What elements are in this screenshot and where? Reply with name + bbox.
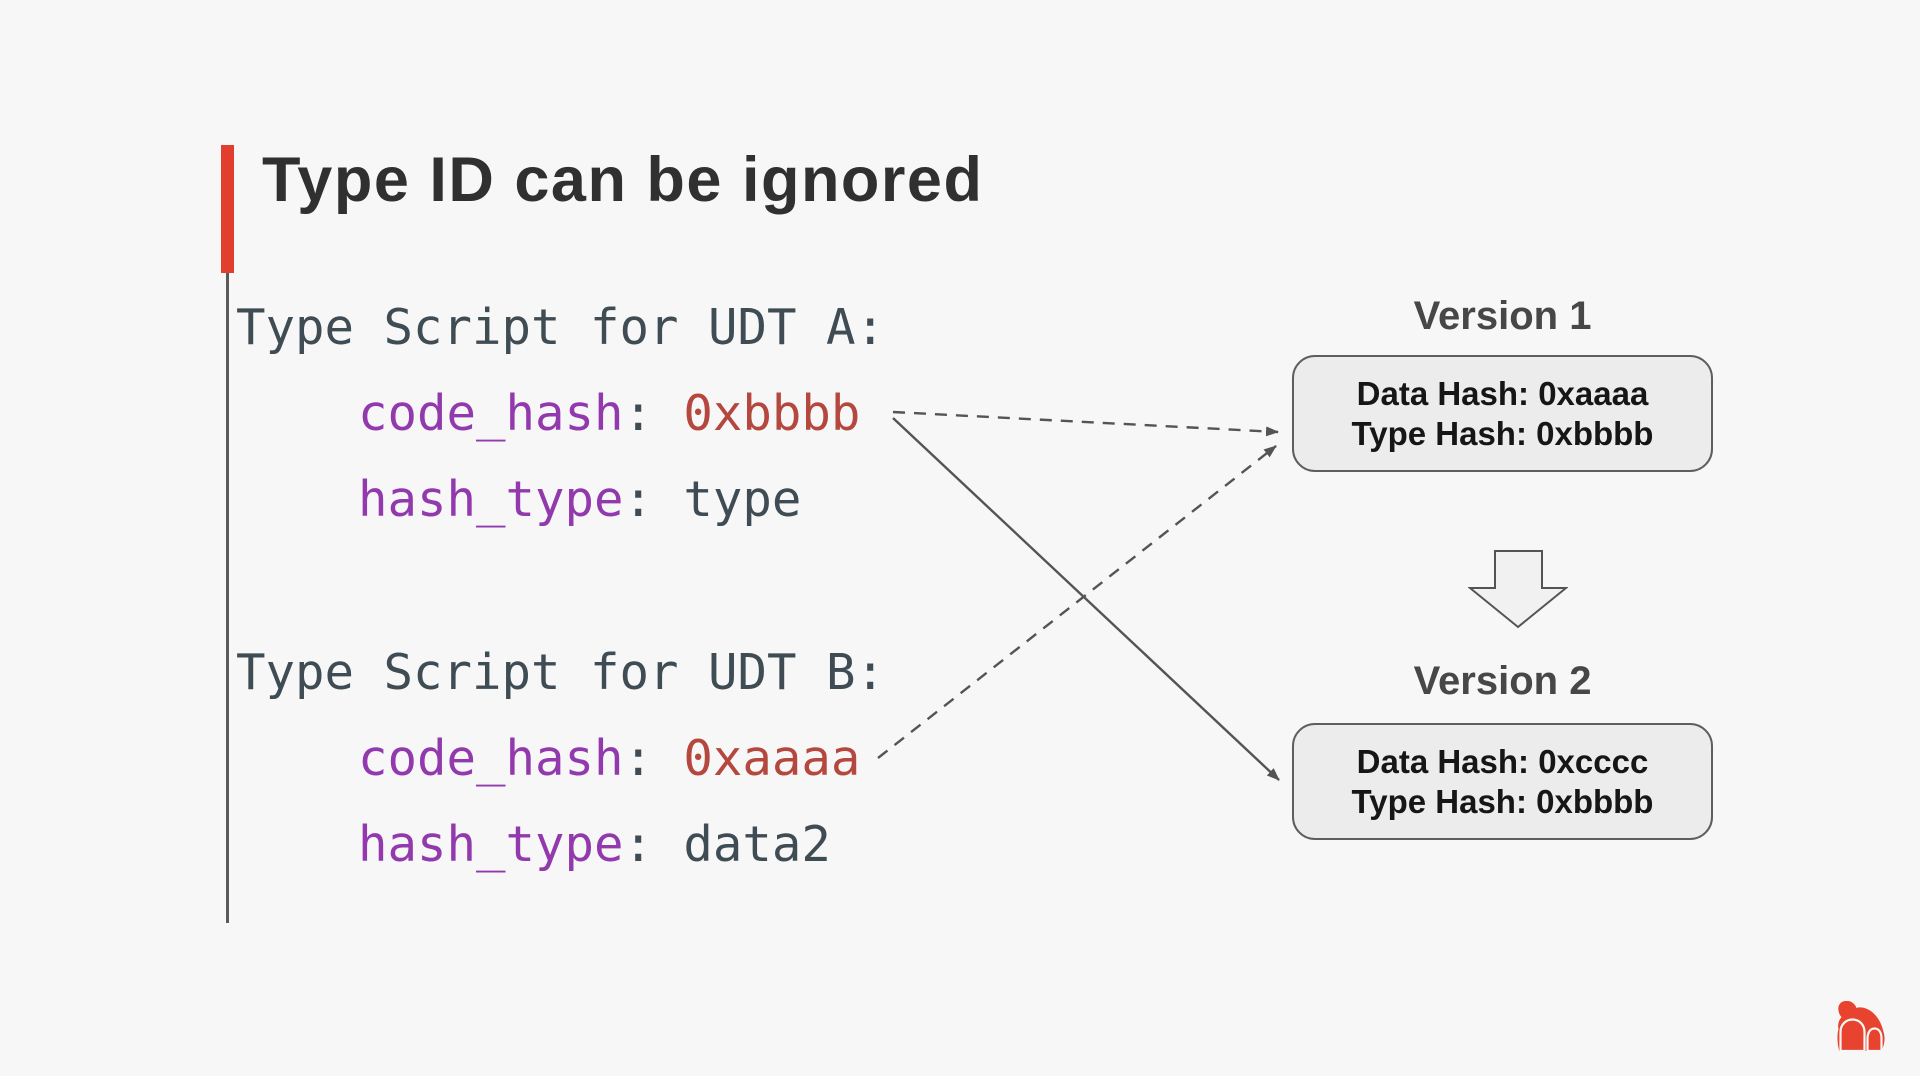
code-value: data2 [683, 816, 831, 873]
code-header-text: Type Script for UDT A: [236, 299, 886, 356]
code-separator: : [623, 471, 654, 528]
page-title: Type ID can be ignored [262, 145, 984, 215]
title-accent-bar [221, 145, 234, 273]
code-value: 0xaaaa [683, 730, 861, 787]
code-key: hash_type [358, 816, 624, 873]
code-value: type [683, 471, 802, 528]
code-key: code_hash [358, 730, 624, 787]
version2-type-hash: Type Hash: 0xbbbb [1351, 782, 1654, 820]
connector-bbbb-to-version2-solid-arrow [892, 417, 1280, 781]
version2-data-hash: Data Hash: 0xcccc [1356, 742, 1649, 780]
version2-label: Version 2 [1413, 659, 1592, 703]
code-line-udt-b-code-hash: code_hash:0xaaaa [358, 731, 860, 787]
code-key: hash_type [358, 471, 624, 528]
connector-bbbb-to-version1-dashed-arrow [892, 410, 1279, 437]
down-arrow-icon [1468, 550, 1568, 629]
left-vertical-rule [226, 273, 229, 923]
version1-type-hash: Type Hash: 0xbbbb [1351, 414, 1654, 452]
code-header-udt-b: Type Script for UDT B: [236, 645, 885, 701]
version1-data-hash: Data Hash: 0xaaaa [1356, 374, 1649, 412]
version2-box: Data Hash: 0xcccc Type Hash: 0xbbbb [1292, 723, 1713, 840]
gorilla-logo-icon [1837, 1001, 1885, 1052]
code-line-udt-b-hash-type: hash_type: data2 [358, 817, 831, 873]
version1-label: Version 1 [1413, 294, 1592, 338]
connector-aaaa-to-version1-dashed-arrow [877, 445, 1277, 759]
code-line-udt-a-code-hash: code_hash:0xbbbb [358, 386, 860, 442]
code-separator: : [623, 816, 654, 873]
code-separator: : [623, 730, 654, 787]
code-separator: : [623, 385, 654, 442]
version1-box: Data Hash: 0xaaaa Type Hash: 0xbbbb [1292, 355, 1713, 472]
code-header-text: Type Script for UDT B: [236, 644, 886, 701]
code-line-udt-a-hash-type: hash_type: type [358, 472, 801, 528]
code-key: code_hash [358, 385, 624, 442]
code-header-udt-a: Type Script for UDT A: [236, 300, 885, 356]
code-value: 0xbbbb [683, 385, 861, 442]
